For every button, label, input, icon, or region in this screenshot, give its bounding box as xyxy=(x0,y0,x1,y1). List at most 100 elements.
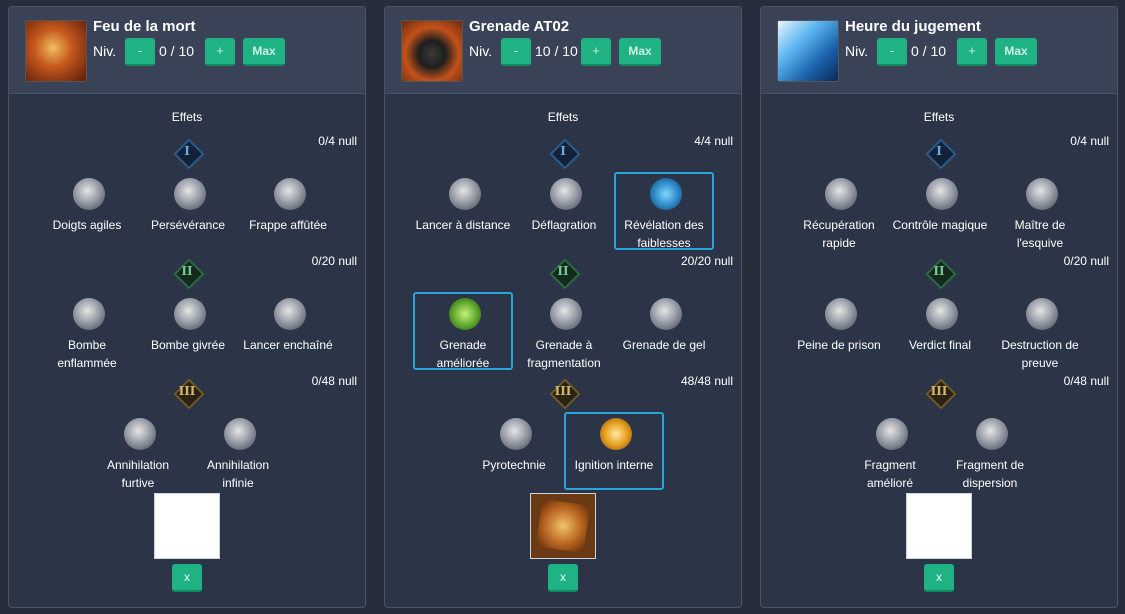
effect-label: Contrôle magique xyxy=(892,218,988,232)
fragmentation-icon xyxy=(550,298,582,330)
remove-rune-button[interactable]: x xyxy=(924,564,954,592)
fingers-icon xyxy=(73,178,105,210)
level-increase-button[interactable]: + xyxy=(581,38,611,66)
effect-option[interactable]: Verdict final xyxy=(890,292,990,370)
dispersion-icon xyxy=(976,418,1008,450)
level-max-button[interactable]: Max xyxy=(243,38,285,66)
level-max-button[interactable]: Max xyxy=(619,38,661,66)
level-decrease-button[interactable]: - xyxy=(125,38,155,66)
level-decrease-button[interactable]: - xyxy=(877,38,907,66)
effect-option[interactable]: Grenade améliorée xyxy=(413,292,513,370)
effect-option[interactable]: Ignition interne xyxy=(564,412,664,490)
effect-label: Pyrotechnie xyxy=(482,458,546,472)
tier-points: 0/4 null xyxy=(1070,134,1109,148)
tier-badge: III xyxy=(173,378,205,410)
effect-label: Lancer à distance xyxy=(415,218,511,232)
effect-option[interactable]: Annihilation furtive xyxy=(88,412,188,490)
effect-label: Grenade de gel xyxy=(622,338,706,352)
effect-option[interactable]: Destruction de preuve xyxy=(990,292,1090,370)
effect-option[interactable]: Frappe affûtée xyxy=(238,172,338,250)
effect-label: Doigts agiles xyxy=(52,218,122,232)
level-increase-button[interactable]: + xyxy=(957,38,987,66)
level-value: 0 / 10 xyxy=(159,43,195,59)
effect-option[interactable]: Bombe enflammée xyxy=(37,292,137,370)
remove-rune-button[interactable]: x xyxy=(548,564,578,592)
rune-slot[interactable] xyxy=(530,493,596,559)
level-label: Niv. xyxy=(93,43,117,59)
improved-grenade-icon xyxy=(449,298,481,330)
effect-label: Maître de l'esquive xyxy=(1014,218,1066,250)
effect-option[interactable]: Grenade à fragmentation xyxy=(514,292,614,370)
skill-icon xyxy=(777,20,839,82)
effect-option[interactable]: Pyrotechnie xyxy=(464,412,564,490)
rune-slot[interactable] xyxy=(154,493,220,559)
tier-badge: II xyxy=(925,258,957,290)
effect-option[interactable]: Révélation des faiblesses xyxy=(614,172,714,250)
effects-heading: Effets xyxy=(171,110,203,124)
tier-points: 0/48 null xyxy=(311,374,357,388)
effect-option[interactable]: Annihilation infinie xyxy=(188,412,288,490)
tier-points: 48/48 null xyxy=(680,374,733,388)
effect-option[interactable]: Fragment de dispersion xyxy=(940,412,1040,490)
skill-title: Heure du jugement xyxy=(845,18,981,35)
effect-label: Peine de prison xyxy=(797,338,881,352)
tier-numeral: III xyxy=(554,384,572,398)
effect-option[interactable]: Doigts agiles xyxy=(37,172,137,250)
weakness-claw-icon xyxy=(650,178,682,210)
tier-numeral: I xyxy=(184,144,190,158)
effects-heading: Effets xyxy=(923,110,955,124)
effect-option[interactable]: Lancer à distance xyxy=(413,172,513,250)
effect-label: Récupération rapide xyxy=(803,218,875,250)
effect-option[interactable]: Maître de l'esquive xyxy=(990,172,1090,250)
effect-label: Fragment de dispersion xyxy=(955,458,1025,490)
effect-option[interactable]: Récupération rapide xyxy=(789,172,889,250)
tier-badge: III xyxy=(549,378,581,410)
rune-icon xyxy=(535,498,591,554)
level-increase-button[interactable]: + xyxy=(205,38,235,66)
hourglass-icon xyxy=(825,178,857,210)
magic-icon xyxy=(926,178,958,210)
effect-label: Frappe affûtée xyxy=(249,218,327,232)
tier-points: 20/20 null xyxy=(680,254,733,268)
effect-option[interactable]: Contrôle magique xyxy=(890,172,990,250)
tier-numeral: I xyxy=(936,144,942,158)
blast-icon xyxy=(550,178,582,210)
effects-heading: Effets xyxy=(547,110,579,124)
tier-numeral: II xyxy=(557,264,569,278)
effect-option[interactable]: Fragment amélioré xyxy=(840,412,940,490)
dodge-icon xyxy=(1026,178,1058,210)
perseverance-icon xyxy=(174,178,206,210)
effect-label: Bombe enflammée xyxy=(57,338,117,370)
effect-label: Révélation des faiblesses xyxy=(624,218,704,250)
destruction-icon xyxy=(1026,298,1058,330)
effect-option[interactable]: Grenade de gel xyxy=(614,292,714,370)
remove-rune-button[interactable]: x xyxy=(172,564,202,592)
chain-throw-icon xyxy=(274,298,306,330)
pyrotechnics-icon xyxy=(500,418,532,450)
flame-bomb-icon xyxy=(73,298,105,330)
down-arrow-icon xyxy=(224,418,256,450)
tier-points: 0/20 null xyxy=(311,254,357,268)
level-label: Niv. xyxy=(469,43,493,59)
rune-slot[interactable] xyxy=(906,493,972,559)
level-max-button[interactable]: Max xyxy=(995,38,1037,66)
effect-label: Déflagration xyxy=(531,218,597,232)
effect-option[interactable]: Bombe givrée xyxy=(138,292,238,370)
effect-option[interactable]: Persévérance xyxy=(138,172,238,250)
frost-grenade-icon xyxy=(650,298,682,330)
level-decrease-button[interactable]: - xyxy=(501,38,531,66)
tier-numeral: II xyxy=(933,264,945,278)
tier-points: 0/20 null xyxy=(1063,254,1109,268)
effect-option[interactable]: Lancer enchaîné xyxy=(238,292,338,370)
long-throw-icon xyxy=(449,178,481,210)
tier-badge: I xyxy=(549,138,581,170)
effect-option[interactable]: Peine de prison xyxy=(789,292,889,370)
fragment-icon xyxy=(876,418,908,450)
effect-option[interactable]: Déflagration xyxy=(514,172,614,250)
